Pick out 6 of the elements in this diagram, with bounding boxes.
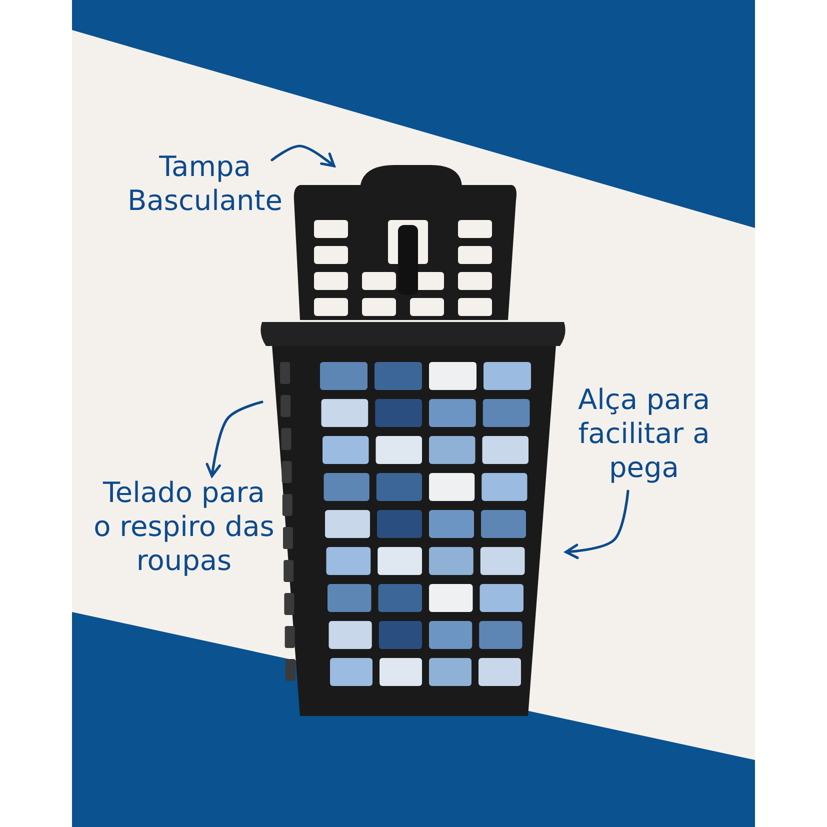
curved-arrow [270,144,336,168]
callout-text: Tampa Basculante [126,150,284,218]
callout-text: Alça para facilitar a pega [577,383,711,485]
curved-arrow [564,490,630,559]
curved-arrow [206,400,264,478]
callout-text: Telado para o respiro das roupas [92,476,276,578]
